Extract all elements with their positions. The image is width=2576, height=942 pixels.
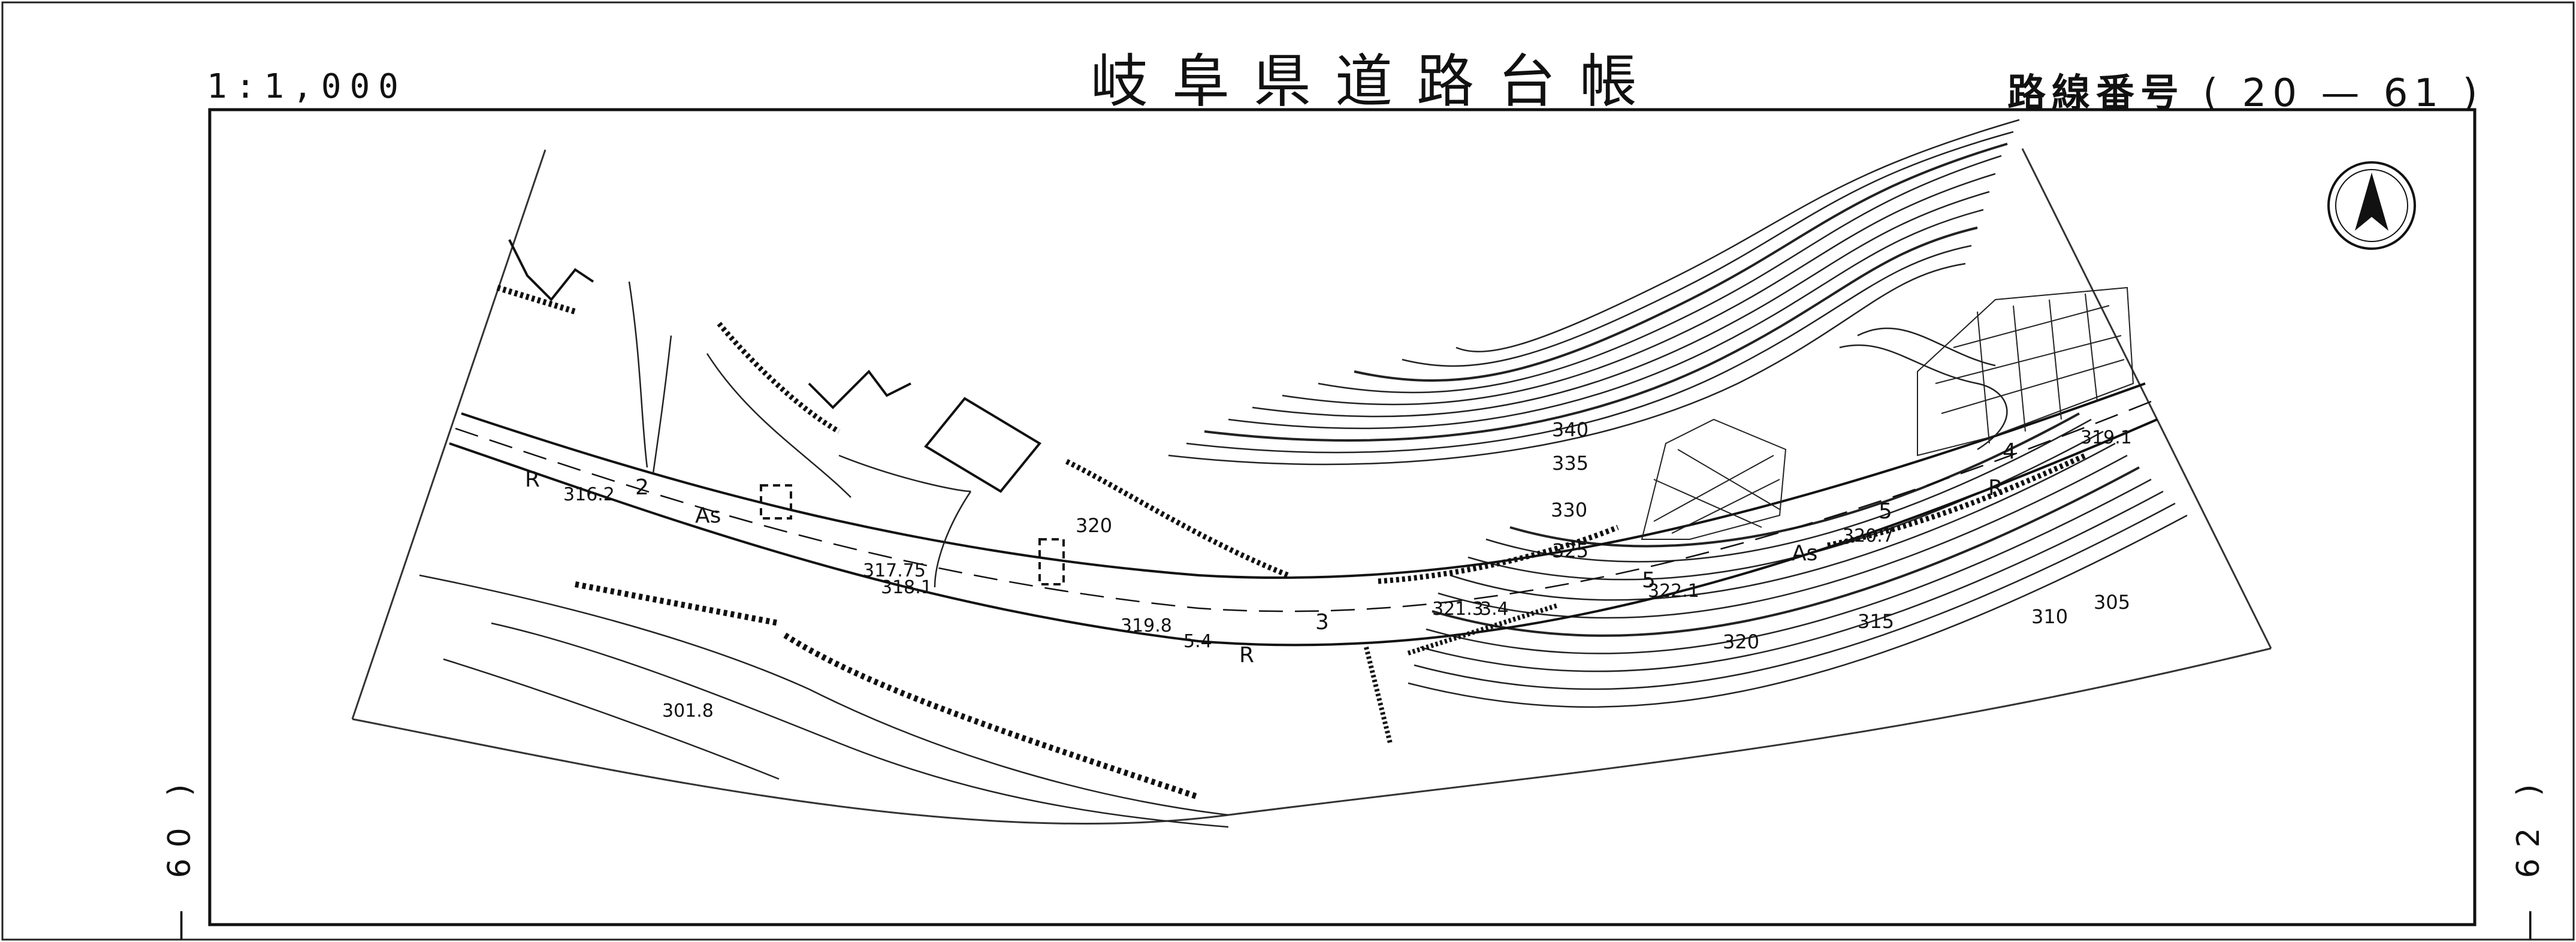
spot-height: 319.8 [1121,615,1172,636]
contour-labels: 340 335 330 325 320 320 315 310 305 [1076,418,2130,653]
road [449,382,2158,647]
station-number: 3 [1315,610,1329,635]
map-frame [208,108,2477,926]
contour-label: 315 [1858,610,1894,633]
contour-label: 320 [1076,514,1112,537]
spot-height: 322.1 [1648,581,1699,602]
buildings [508,239,1065,585]
spot-height: 317.75 [863,560,926,581]
spot-height: 318.1 [881,577,932,598]
spot-height: 320.7 [1843,526,1894,547]
contour-label: 310 [2031,605,2068,628]
road-edge-south [449,418,2158,647]
contour-label: 325 [1552,539,1589,562]
building-main [923,397,1042,493]
spot-height: 319.1 [2080,427,2132,448]
contour-lines [1408,412,2188,708]
spot-height: 5.4 [1183,631,1212,652]
road-surface-label: As [1792,541,1817,566]
adjacent-sheet-left: — 60 ) [162,773,198,941]
contour-label: 340 [1552,418,1589,441]
retaining-walls [496,285,2086,800]
contour-lines-north [1168,119,2020,466]
stream [419,574,1229,828]
adjacent-sheet-right: — 62 ) [2511,773,2547,941]
contour-label: 335 [1552,452,1589,475]
field-boundaries [628,281,972,588]
road-marker: R [525,467,540,492]
road-centerline [455,400,2152,612]
route-number: 路線番号 ( 20 — 61 ) [2007,62,2484,117]
road-edge-north [461,382,2146,579]
spot-height: 316.2 [563,484,615,505]
north-arrow-icon [2327,161,2416,250]
contour-label: 305 [2094,591,2130,614]
contour-label: 330 [1551,499,1587,521]
spot-height: 321.3 [1432,599,1484,620]
station-number: 2 [635,475,649,500]
spot-height: 3.4 [1480,599,1509,620]
map-scale: 1:1,000 [207,67,407,106]
route-number-label: 路線番号 [2007,71,2185,116]
contour-label: 320 [1723,630,1759,653]
station-number: 4 [2003,439,2016,464]
road-annotations: As As R R R 2 3 4 5 5 [525,439,2016,668]
spot-heights: 316.2 317.75 318.1 319.8 321.3 3.4 322.1… [563,427,2132,721]
station-number: 5 [1879,499,1892,524]
forest-block [1641,286,2134,540]
road-surface-label: As [695,503,721,528]
road-marker: R [1239,643,1254,668]
spot-height: 301.8 [662,701,714,721]
station-number: 5 [1642,568,1656,593]
road-marker: R [1988,476,2003,500]
route-number-value: ( 20 — 61 ) [2203,71,2484,116]
page-title: 岐阜県道路台帳 [1091,48,1661,115]
